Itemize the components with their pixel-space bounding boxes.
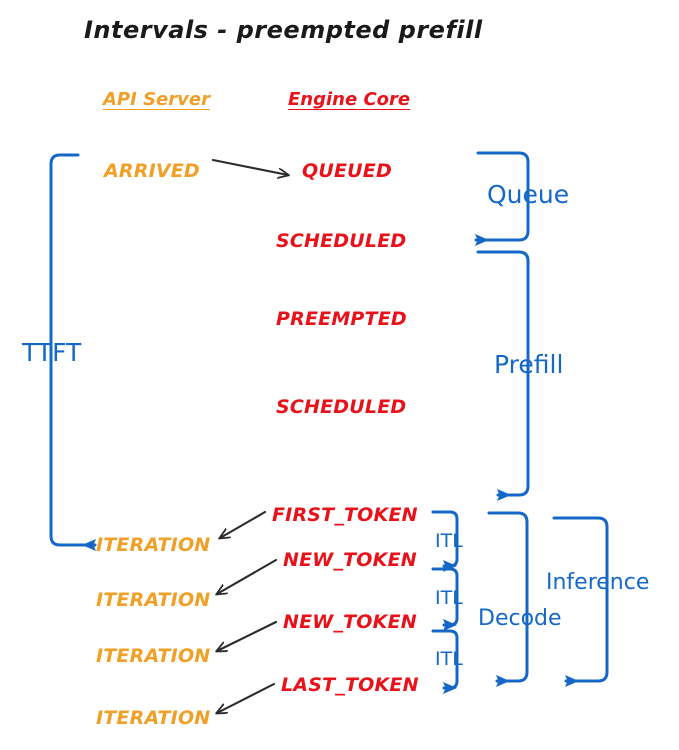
arrow-new-token-to-iteration-1 [217, 558, 278, 594]
bracket-itl-2 [431, 567, 459, 631]
state-iteration-1: ITERATION [96, 534, 211, 556]
state-scheduled-1: SCHEDULED [276, 230, 407, 252]
state-iteration-2: ITERATION [96, 589, 211, 611]
bracket-itl-3 [431, 629, 459, 694]
arrow-last-token-to-iteration [217, 682, 276, 713]
bracket-ttft [49, 153, 97, 551]
blue-bracket-group [49, 151, 609, 694]
interval-label-ttft: TTFT [22, 338, 82, 367]
state-queued: QUEUED [302, 160, 392, 182]
interval-label-decode: Decode [478, 606, 562, 631]
column-header-api-server: API Server [103, 89, 210, 110]
interval-label-queue: Queue [487, 180, 570, 209]
bracket-itl-1 [431, 510, 459, 572]
arrow-new-token-to-iteration-2 [217, 620, 278, 651]
state-iteration-3: ITERATION [96, 645, 211, 667]
interval-label-inference: Inference [546, 570, 650, 595]
state-preempted: PREEMPTED [276, 308, 407, 330]
state-last-token: LAST_TOKEN [281, 674, 419, 696]
interval-label-itl-1: ITL [435, 530, 463, 552]
state-arrived: ARRIVED [104, 160, 200, 182]
arrow-arrived-to-queued [211, 158, 288, 175]
bracket-inference [552, 516, 609, 687]
bracket-queue [474, 151, 530, 246]
interval-label-prefill: Prefill [494, 350, 564, 379]
arrow-first-token-to-iteration [220, 510, 267, 538]
state-scheduled-2: SCHEDULED [276, 396, 407, 418]
bracket-decode [487, 511, 529, 687]
interval-label-itl-2: ITL [435, 587, 463, 609]
state-new-token-2: NEW_TOKEN [283, 611, 417, 633]
state-new-token-1: NEW_TOKEN [283, 549, 417, 571]
column-header-engine-core: Engine Core [288, 89, 411, 110]
bracket-prefill [476, 250, 530, 501]
state-iteration-4: ITERATION [96, 707, 211, 729]
interval-label-itl-3: ITL [435, 648, 463, 670]
page-title: Intervals - preempted prefill [84, 16, 483, 44]
black-arrow-group [211, 158, 288, 713]
state-first-token: FIRST_TOKEN [272, 504, 418, 526]
